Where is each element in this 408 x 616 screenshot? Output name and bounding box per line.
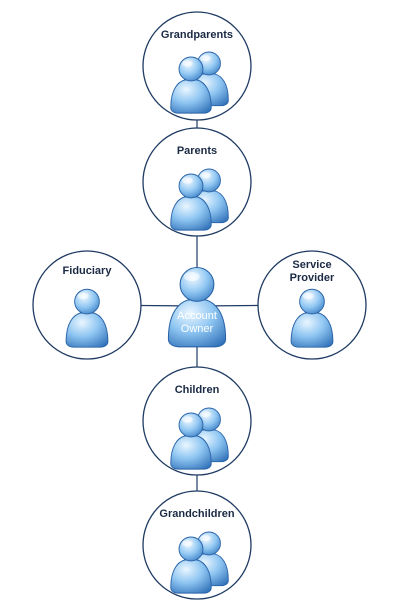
node-parents-two-people-icon [170,168,229,231]
node-grandchildren-front-person [170,536,212,594]
node-children-front-person [170,412,212,470]
account-owner-person-icon [167,266,227,348]
node-service-provider-person [290,288,334,348]
node-grandchildren-two-people-icon [170,531,229,594]
node-children[interactable]: Children [142,366,252,476]
node-fiduciary-person [65,288,109,348]
node-grandchildren-label-line-0: Grandchildren [159,508,234,520]
node-grandparents[interactable]: Grandparents [142,11,252,121]
node-children-two-people-icon [170,407,229,470]
node-parents-label-line-0: Parents [177,145,217,157]
node-fiduciary-person-icon [65,288,109,348]
node-children-label-line-0: Children [175,384,220,396]
node-parents-front-person [170,173,212,231]
node-fiduciary-label-line-0: Fiduciary [63,265,113,277]
node-service-provider-label-line-0: Service [292,259,331,271]
node-service-provider-person-icon [290,288,334,348]
node-grandparents-front-person [170,56,212,114]
node-fiduciary[interactable]: Fiduciary [32,250,142,360]
node-parents[interactable]: Parents [142,127,252,237]
node-grandparents-two-people-icon [170,51,229,114]
node-grandchildren[interactable]: Grandchildren [142,490,252,600]
account-owner-label-line-1: Owner [181,323,214,335]
account-owner-label-line-0: Account [177,310,217,322]
node-grandparents-label-line-0: Grandparents [161,29,233,41]
node-service-provider-label-line-1: Provider [290,272,335,284]
